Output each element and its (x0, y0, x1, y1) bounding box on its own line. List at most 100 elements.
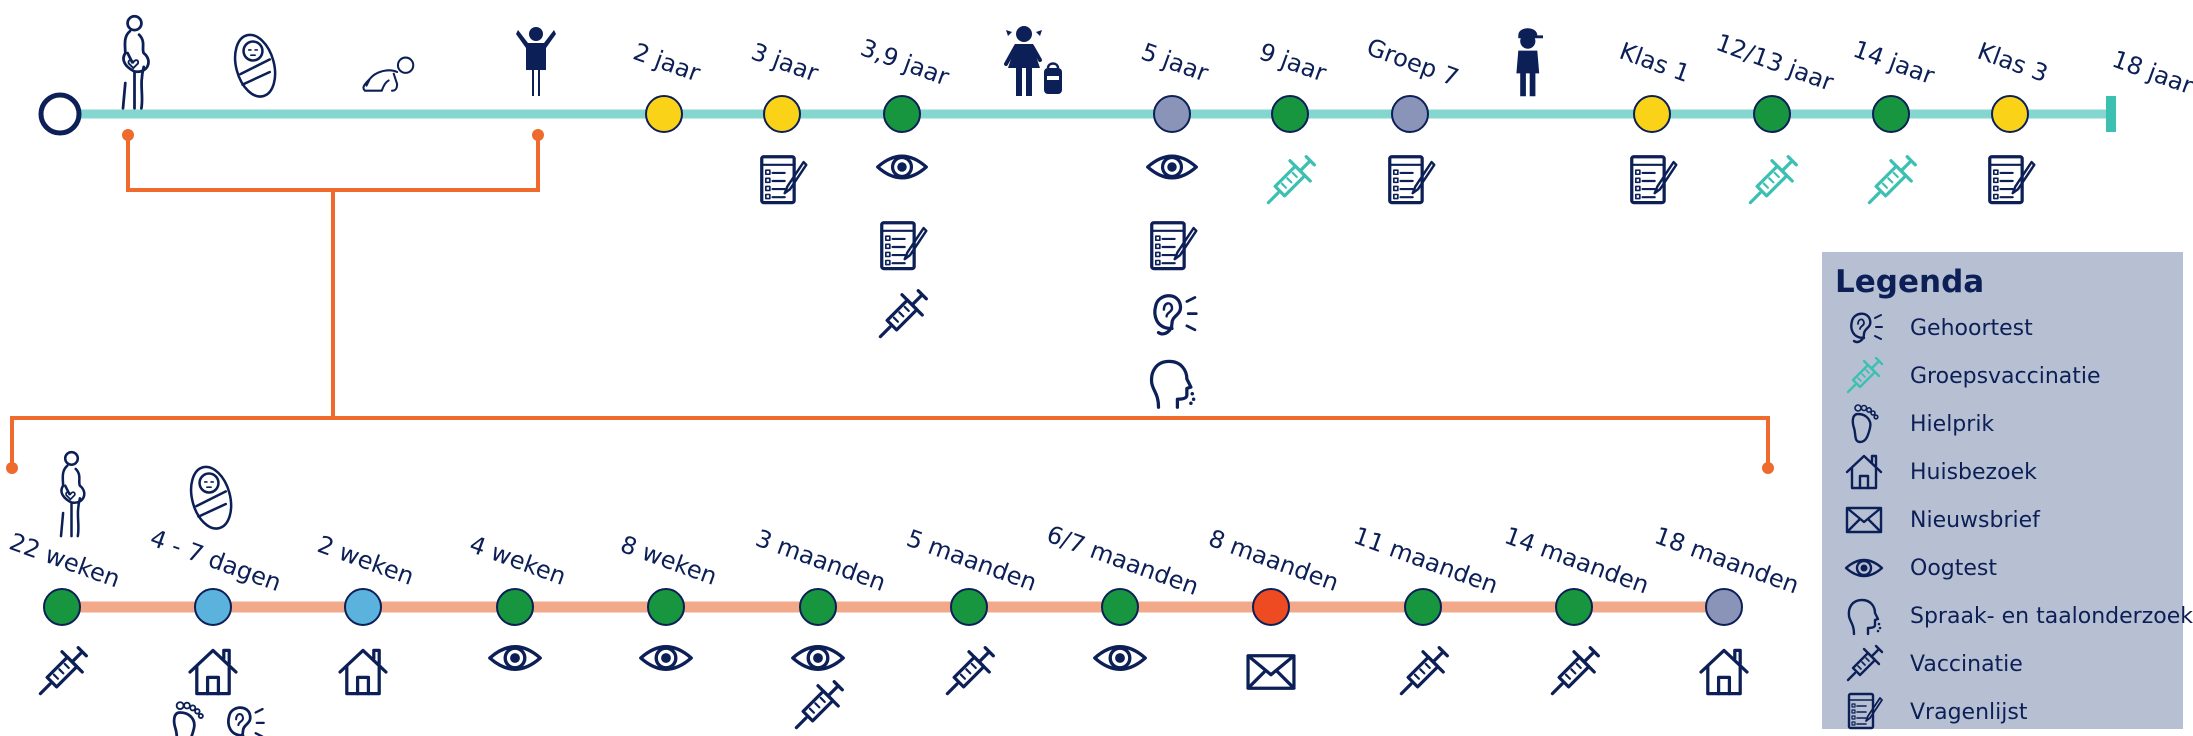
vragenlijst-icon (1150, 221, 1198, 271)
bottom-milestone-dot (950, 588, 988, 626)
groepsvaccinatie-icon (1266, 155, 1316, 205)
bottom-milestone-dot (1101, 588, 1139, 626)
top-milestone-dot (1391, 95, 1429, 133)
vaccinatie-icon (945, 646, 995, 696)
top-milestone-dot (1991, 95, 2029, 133)
vragenlijst-icon (760, 155, 808, 205)
legend-item-gehoortest: Gehoortest (1822, 306, 2183, 352)
top-toddler-icon (516, 27, 556, 98)
top-milestone-label: Klas 1 (1616, 37, 1694, 88)
nieuwsbrief-icon (1845, 506, 1883, 534)
bottom-milestone-label: 5 maanden (903, 524, 1040, 597)
top-milestone-dot (883, 95, 921, 133)
oogtest-icon (1844, 558, 1884, 578)
bottom-milestone-dot (647, 588, 685, 626)
vragenlijst-icon (1988, 155, 2036, 205)
top-milestone-label: Groep 7 (1363, 33, 1462, 92)
hielprik-icon (1851, 404, 1879, 444)
spraak-icon (1149, 359, 1196, 409)
bottom-milestone-label: 8 maanden (1205, 524, 1342, 597)
bottom-milestone-label: 2 weken (314, 530, 418, 591)
groepsvaccinatie-icon (1867, 155, 1917, 205)
top-milestone-dot (1753, 95, 1791, 133)
oogtest-icon (1093, 645, 1147, 671)
groepsvaccinatie-icon (1846, 356, 1884, 394)
bottom-milestone-dot (1555, 588, 1593, 626)
bottom-milestone-dot (43, 588, 81, 626)
legend-item-groepsvaccinatie: Groepsvaccinatie (1822, 354, 2183, 400)
oogtest-icon (639, 645, 693, 671)
legend-item-label: Huisbezoek (1910, 460, 2037, 485)
legend-item-vaccinatie: Vaccinatie (1822, 642, 2183, 688)
vaccinatie-icon (38, 646, 88, 696)
bottom-milestone-label: 22 weken (6, 528, 124, 594)
spraak-icon (1847, 598, 1882, 636)
legend-item-huisbezoek: Huisbezoek (1822, 450, 2183, 496)
huisbezoek-icon (338, 648, 388, 696)
top-timeline-start-circle (38, 92, 82, 136)
top-milestone-dot (1633, 95, 1671, 133)
top-end-label: 18 jaar (2108, 45, 2193, 100)
bottom-milestone-dot (344, 588, 382, 626)
top-schoolgirl-icon (1004, 26, 1062, 96)
bottom-milestone-label: 8 weken (617, 530, 721, 591)
bottom-milestone-dot (1705, 588, 1743, 626)
bottom-newborn-icon (189, 465, 233, 530)
legend-item-nieuwsbrief: Nieuwsbrief (1822, 498, 2183, 544)
legend-title: Legenda (1835, 264, 1985, 300)
legend-item-vragenlijst: Vragenlijst (1822, 690, 2183, 736)
legend-item-label: Nieuwsbrief (1910, 508, 2040, 533)
oogtest-icon (488, 645, 542, 671)
bottom-pregnant-woman-icon (59, 450, 86, 538)
gehoortest-icon (1850, 312, 1883, 344)
legend-item-label: Vaccinatie (1910, 652, 2023, 677)
legend-item-hielprik: Hielprik (1822, 402, 2183, 448)
legend-item-label: Oogtest (1910, 556, 1997, 581)
top-milestone-label: 2 jaar (630, 38, 704, 88)
vaccinatie-icon (1846, 644, 1884, 682)
top-timeline-end-marker (2106, 96, 2116, 132)
top-milestone-label: 5 jaar (1138, 38, 1212, 88)
legend-item-oogtest: Oogtest (1822, 546, 2183, 592)
bottom-milestone-dot (194, 588, 232, 626)
top-milestone-label: 14 jaar (1849, 35, 1938, 90)
vragenlijst-icon (880, 221, 928, 271)
legend-item-label: Spraak- en taalonderzoek (1910, 604, 2193, 629)
connector-bracket (6, 129, 1774, 474)
bottom-milestone-label: 14 maanden (1501, 521, 1653, 599)
top-milestone-label: 3,9 jaar (857, 34, 953, 92)
legend-item-label: Groepsvaccinatie (1910, 364, 2101, 389)
top-milestone-label: 9 jaar (1256, 38, 1330, 88)
bottom-milestone-label: 4 - 7 dagen (146, 524, 285, 597)
nieuwsbrief-icon (1246, 654, 1296, 690)
huisbezoek-icon (1845, 454, 1883, 490)
vragenlijst-icon (1630, 155, 1678, 205)
bottom-milestone-label: 4 weken (466, 530, 570, 591)
top-boy-icon (1516, 28, 1543, 97)
legend-item-label: Gehoortest (1910, 316, 2033, 341)
top-pregnant-woman-icon (121, 14, 150, 110)
top-milestone-dot (1872, 95, 1910, 133)
oogtest-icon (876, 154, 928, 180)
top-milestone-dot (1153, 95, 1191, 133)
oogtest-icon (1146, 154, 1198, 180)
bottom-milestone-dot (1252, 588, 1290, 626)
gehoortest-icon (227, 706, 265, 736)
vragenlijst-icon (1388, 155, 1436, 205)
gehoortest-icon (1153, 294, 1198, 336)
top-crawling-baby-icon (362, 56, 415, 92)
huisbezoek-icon (1699, 648, 1749, 696)
legend-item-label: Vragenlijst (1910, 700, 2028, 725)
bottom-milestone-dot (799, 588, 837, 626)
vaccinatie-icon (878, 289, 928, 339)
bottom-milestone-dot (1404, 588, 1442, 626)
huisbezoek-icon (188, 648, 238, 696)
top-newborn-icon (233, 33, 277, 98)
top-milestone-dot (1271, 95, 1309, 133)
hielprik-icon (172, 701, 204, 736)
top-milestone-label: 3 jaar (748, 38, 822, 88)
legend-item-label: Hielprik (1910, 412, 1995, 437)
groepsvaccinatie-icon (1748, 155, 1798, 205)
bottom-milestone-label: 3 maanden (752, 524, 889, 597)
